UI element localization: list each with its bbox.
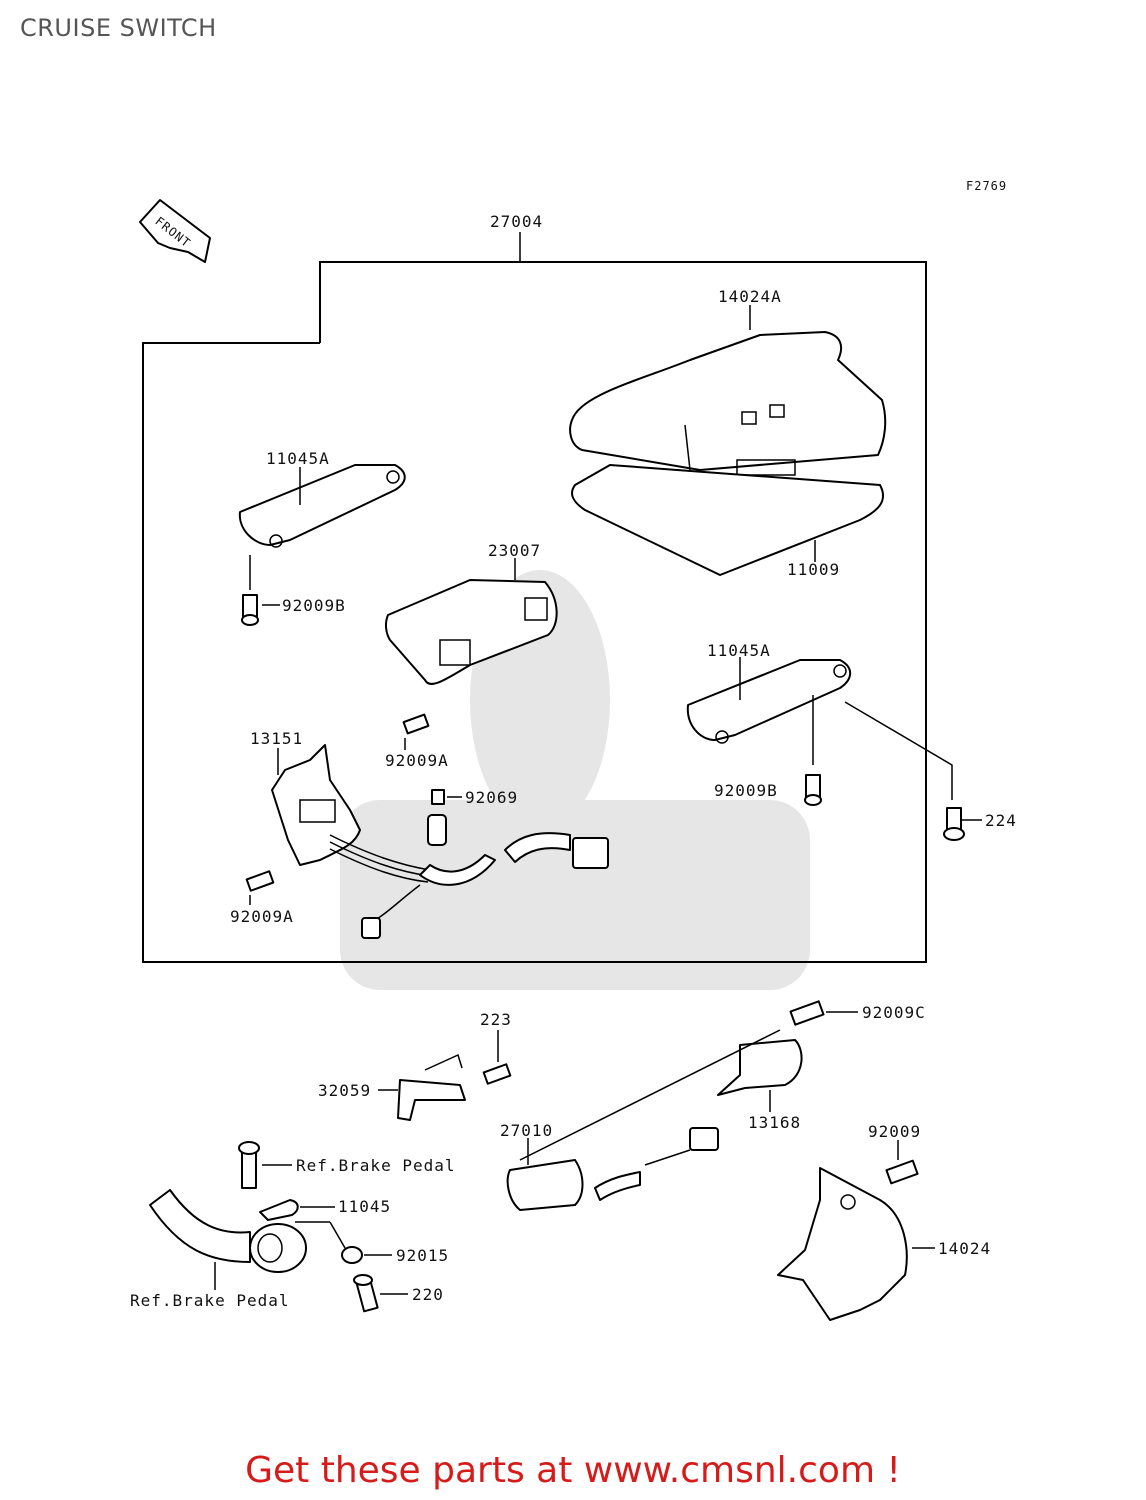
label-92009: 92009 bbox=[868, 1122, 921, 1141]
label-92009A-lower: 92009A bbox=[230, 907, 294, 926]
brake-pedal-shaft bbox=[149, 1189, 251, 1263]
bracket-13168 bbox=[717, 1039, 803, 1096]
label-27004: 27004 bbox=[490, 212, 543, 231]
label-ref-brake-lower: Ref.Brake Pedal bbox=[130, 1291, 290, 1310]
page-title: CRUISE SWITCH bbox=[20, 14, 217, 42]
label-11045: 11045 bbox=[338, 1197, 391, 1216]
label-220: 220 bbox=[412, 1285, 444, 1304]
nut-92015 bbox=[341, 1246, 363, 1264]
label-92009B-left: 92009B bbox=[282, 596, 346, 615]
assembly-frame bbox=[142, 261, 927, 963]
bolt-220 bbox=[353, 1274, 379, 1313]
cover-14024A bbox=[569, 331, 887, 476]
label-11045A-left: 11045A bbox=[266, 449, 330, 468]
bracket-11045A-left bbox=[238, 464, 406, 546]
label-92015: 92015 bbox=[396, 1246, 449, 1265]
bolt-92009C bbox=[789, 1000, 825, 1026]
label-92009A-upper: 92009A bbox=[385, 751, 449, 770]
cover-14024 bbox=[777, 1167, 908, 1321]
label-14024A: 14024A bbox=[718, 287, 782, 306]
label-11045A-right: 11045A bbox=[707, 641, 771, 660]
bolt-92009A-lower bbox=[245, 870, 275, 892]
bracket-32059 bbox=[397, 1079, 466, 1121]
label-223: 223 bbox=[480, 1010, 512, 1029]
bolt-92009B-left bbox=[241, 594, 259, 626]
switch-13151 bbox=[271, 744, 361, 866]
figure-code: F2769 bbox=[966, 179, 1007, 193]
bracket-23007 bbox=[384, 579, 558, 685]
footer-link[interactable]: Get these parts at www.cmsnl.com ! bbox=[245, 1450, 901, 1491]
clamp-11045 bbox=[259, 1199, 299, 1221]
bracket-11045A-right bbox=[686, 659, 852, 741]
label-32059: 32059 bbox=[318, 1081, 371, 1100]
label-27010: 27010 bbox=[500, 1121, 553, 1140]
label-14024: 14024 bbox=[938, 1239, 991, 1258]
front-arrow-icon: FRONT bbox=[139, 199, 211, 263]
gasket-11009 bbox=[571, 464, 885, 576]
label-13168: 13168 bbox=[748, 1113, 801, 1132]
label-23007: 23007 bbox=[488, 541, 541, 560]
label-13151: 13151 bbox=[250, 729, 303, 748]
bolt-92009 bbox=[885, 1159, 919, 1185]
wiring-harness bbox=[329, 814, 609, 939]
label-224: 224 bbox=[985, 811, 1017, 830]
part-92069 bbox=[431, 789, 445, 805]
label-92009C: 92009C bbox=[862, 1003, 926, 1022]
label-11009: 11009 bbox=[787, 560, 840, 579]
bolt-224 bbox=[943, 807, 965, 841]
label-92009B-right: 92009B bbox=[714, 781, 778, 800]
bolt-92009B-right bbox=[804, 774, 822, 806]
watermark-url: WWW.CMSNL.COM bbox=[368, 932, 788, 978]
label-92069: 92069 bbox=[465, 788, 518, 807]
switch-27010 bbox=[506, 1127, 719, 1211]
label-ref-brake-upper: Ref.Brake Pedal bbox=[296, 1156, 456, 1175]
watermark: CMS WWW.CMSNL.COM bbox=[340, 570, 810, 990]
bolt-92009A-upper bbox=[402, 713, 430, 735]
bolt-ref-brake-upper bbox=[238, 1141, 260, 1189]
bolt-223 bbox=[482, 1063, 512, 1085]
